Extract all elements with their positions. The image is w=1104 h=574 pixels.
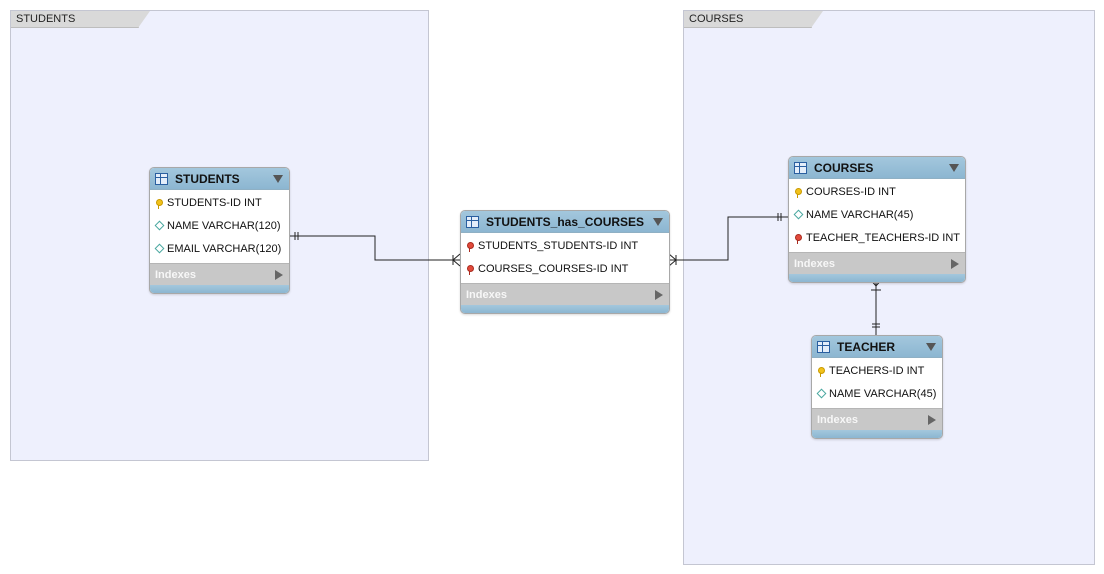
column-row[interactable]: COURSES-ID INT bbox=[789, 180, 965, 203]
column-name: STUDENTS_STUDENTS-ID INT bbox=[478, 239, 639, 252]
indexes-section[interactable]: Indexes bbox=[789, 252, 965, 274]
table-icon bbox=[817, 340, 830, 353]
column-name: STUDENTS-ID INT bbox=[167, 196, 262, 209]
indexes-label: Indexes bbox=[794, 257, 835, 270]
column-name: EMAIL VARCHAR(120) bbox=[167, 242, 282, 255]
column-diamond-icon bbox=[816, 388, 826, 399]
column-row[interactable]: NAME VARCHAR(45) bbox=[789, 203, 965, 226]
column-row[interactable]: NAME VARCHAR(120) bbox=[150, 214, 289, 237]
layer-students-label: STUDENTS bbox=[11, 11, 150, 28]
rel-courses-crowfoot bbox=[668, 253, 677, 267]
column-name: TEACHERS-ID INT bbox=[829, 364, 925, 377]
table-students-has-courses-header[interactable]: STUDENTS_has_COURSES bbox=[461, 211, 669, 233]
table-icon bbox=[155, 172, 168, 185]
primary-key-icon bbox=[155, 199, 163, 209]
indexes-section[interactable]: Indexes bbox=[812, 408, 942, 430]
column-row[interactable]: TEACHERS-ID INT bbox=[812, 359, 942, 382]
primary-key-icon bbox=[817, 367, 825, 377]
collapse-caret-icon[interactable] bbox=[949, 163, 959, 172]
foreign-key-icon bbox=[466, 265, 474, 275]
table-title: TEACHER bbox=[837, 339, 896, 354]
expand-caret-icon[interactable] bbox=[275, 269, 283, 280]
table-title: STUDENTS bbox=[175, 171, 240, 186]
column-row[interactable]: STUDENTS-ID INT bbox=[150, 191, 289, 214]
collapse-caret-icon[interactable] bbox=[653, 217, 663, 226]
table-students[interactable]: STUDENTS STUDENTS-ID INT NAME VARCHAR(12… bbox=[149, 167, 290, 294]
layer-courses-label: COURSES bbox=[684, 11, 823, 28]
column-diamond-icon bbox=[154, 243, 164, 254]
table-teacher-header[interactable]: TEACHER bbox=[812, 336, 942, 358]
table-courses[interactable]: COURSES COURSES-ID INT NAME VARCHAR(45) … bbox=[788, 156, 966, 283]
column-diamond-icon bbox=[154, 220, 164, 231]
column-name: COURSES-ID INT bbox=[806, 185, 896, 198]
rel-students-crowfoot bbox=[452, 253, 461, 267]
indexes-label: Indexes bbox=[466, 288, 507, 301]
expand-caret-icon[interactable] bbox=[928, 414, 936, 425]
foreign-key-icon bbox=[466, 242, 474, 252]
table-icon bbox=[794, 161, 807, 174]
table-footer bbox=[461, 305, 669, 313]
primary-key-icon bbox=[794, 188, 802, 198]
column-name: TEACHER_TEACHERS-ID INT bbox=[806, 231, 961, 244]
indexes-section[interactable]: Indexes bbox=[461, 283, 669, 305]
table-courses-header[interactable]: COURSES bbox=[789, 157, 965, 179]
column-row[interactable]: NAME VARCHAR(45) bbox=[812, 382, 942, 405]
column-diamond-icon bbox=[793, 209, 803, 220]
column-row[interactable]: EMAIL VARCHAR(120) bbox=[150, 237, 289, 260]
column-name: COURSES_COURSES-ID INT bbox=[478, 262, 629, 275]
indexes-section[interactable]: Indexes bbox=[150, 263, 289, 285]
table-title: COURSES bbox=[814, 160, 874, 175]
table-footer bbox=[812, 430, 942, 438]
column-name: NAME VARCHAR(120) bbox=[167, 219, 281, 232]
table-icon bbox=[466, 215, 479, 228]
expand-caret-icon[interactable] bbox=[951, 258, 959, 269]
indexes-label: Indexes bbox=[817, 413, 858, 426]
column-name: NAME VARCHAR(45) bbox=[806, 208, 914, 221]
collapse-caret-icon[interactable] bbox=[926, 342, 936, 351]
foreign-key-icon bbox=[794, 234, 802, 244]
indexes-label: Indexes bbox=[155, 268, 196, 281]
table-students-header[interactable]: STUDENTS bbox=[150, 168, 289, 190]
table-teacher[interactable]: TEACHER TEACHERS-ID INT NAME VARCHAR(45)… bbox=[811, 335, 943, 439]
layer-courses[interactable]: COURSES bbox=[683, 10, 1095, 565]
table-students-has-courses[interactable]: STUDENTS_has_COURSES STUDENTS_STUDENTS-I… bbox=[460, 210, 670, 314]
column-name: NAME VARCHAR(45) bbox=[829, 387, 937, 400]
rel-courses-line bbox=[669, 216, 788, 261]
collapse-caret-icon[interactable] bbox=[273, 174, 283, 183]
table-footer bbox=[150, 285, 289, 293]
column-row[interactable]: COURSES_COURSES-ID INT bbox=[461, 257, 669, 280]
expand-caret-icon[interactable] bbox=[655, 289, 663, 300]
table-footer bbox=[789, 274, 965, 282]
column-row[interactable]: STUDENTS_STUDENTS-ID INT bbox=[461, 234, 669, 257]
rel-students-line bbox=[289, 235, 460, 261]
column-row[interactable]: TEACHER_TEACHERS-ID INT bbox=[789, 226, 965, 249]
table-title: STUDENTS_has_COURSES bbox=[486, 214, 645, 229]
